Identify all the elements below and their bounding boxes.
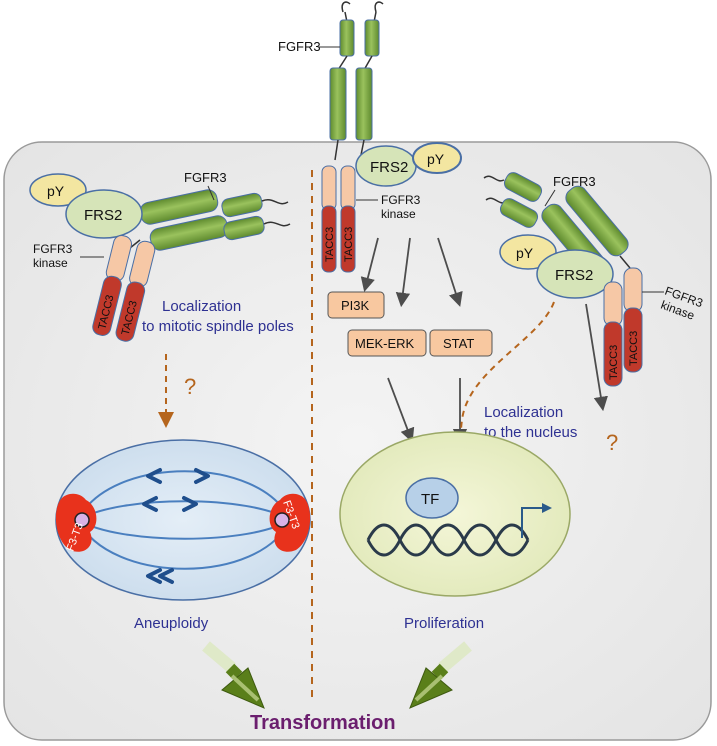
svg-text:TF: TF <box>421 491 439 508</box>
svg-text:pY: pY <box>516 245 534 261</box>
py-left <box>29 173 87 207</box>
right-tacc3-pair: TACC3 TACC3 <box>603 267 643 387</box>
label-proliferation: Proliferation <box>404 615 484 632</box>
tf-oval <box>405 477 459 519</box>
svg-text:TACC3: TACC3 <box>343 227 355 262</box>
svg-text:pY: pY <box>47 183 65 199</box>
frs2-left <box>65 189 143 239</box>
py-center <box>412 142 462 174</box>
label-localization-nucleus-2: to the nucleus <box>484 424 577 441</box>
svg-text:TACC3: TACC3 <box>628 331 640 366</box>
label-fgfr3-right: FGFR3 <box>553 174 596 189</box>
question-mark-left: ? <box>184 374 196 399</box>
label-fgfr3-kinase-left-2: kinase <box>33 256 68 270</box>
svg-text:pY: pY <box>427 151 445 167</box>
svg-text:FRS2: FRS2 <box>555 267 593 284</box>
svg-text:TACC3: TACC3 <box>608 345 620 380</box>
label-fgfr3-kinase-center-2: kinase <box>381 207 416 221</box>
label-fgfr3-kinase-left-1: FGFR3 <box>33 242 73 256</box>
dna-helix <box>366 523 530 557</box>
label-localization-nucleus-1: Localization <box>484 404 563 421</box>
label-localization-spindle-2: to mitotic spindle poles <box>142 318 294 335</box>
membrane-fgfr3-receptor <box>329 1 384 161</box>
svg-text:STAT: STAT <box>443 336 474 351</box>
label-fgfr3-kinase-center-1: FGFR3 <box>381 193 421 207</box>
big-arrow-left <box>202 641 265 709</box>
svg-text:TACC3: TACC3 <box>324 227 336 262</box>
left-tacc3-pair: TACC3 TACC3 <box>92 234 156 342</box>
py-right <box>499 234 557 270</box>
svg-text:FRS2: FRS2 <box>370 159 408 176</box>
svg-text:MEK-ERK: MEK-ERK <box>355 336 415 351</box>
question-mark-right: ? <box>606 430 618 455</box>
center-tacc3-pair: TACC3 TACC3 <box>321 165 356 273</box>
svg-text:PI3K: PI3K <box>341 298 370 313</box>
label-localization-spindle-1: Localization <box>162 298 241 315</box>
frs2-right <box>536 249 614 299</box>
stat-box <box>429 329 493 357</box>
nucleus: TF <box>339 431 571 597</box>
mek-erk-box <box>347 329 427 357</box>
label-fgfr3-left: FGFR3 <box>184 170 227 185</box>
label-aneuploidy: Aneuploidy <box>134 615 209 632</box>
label-transformation: Transformation <box>250 712 396 734</box>
label-fgfr3-top: FGFR3 <box>278 39 321 54</box>
mitotic-spindle: F3-T3 F3-T3 <box>55 439 311 601</box>
big-arrow-right <box>409 641 472 709</box>
pi3k-box <box>327 291 385 319</box>
svg-text:FRS2: FRS2 <box>84 207 122 224</box>
left-fgfr3-receptor <box>129 189 291 257</box>
